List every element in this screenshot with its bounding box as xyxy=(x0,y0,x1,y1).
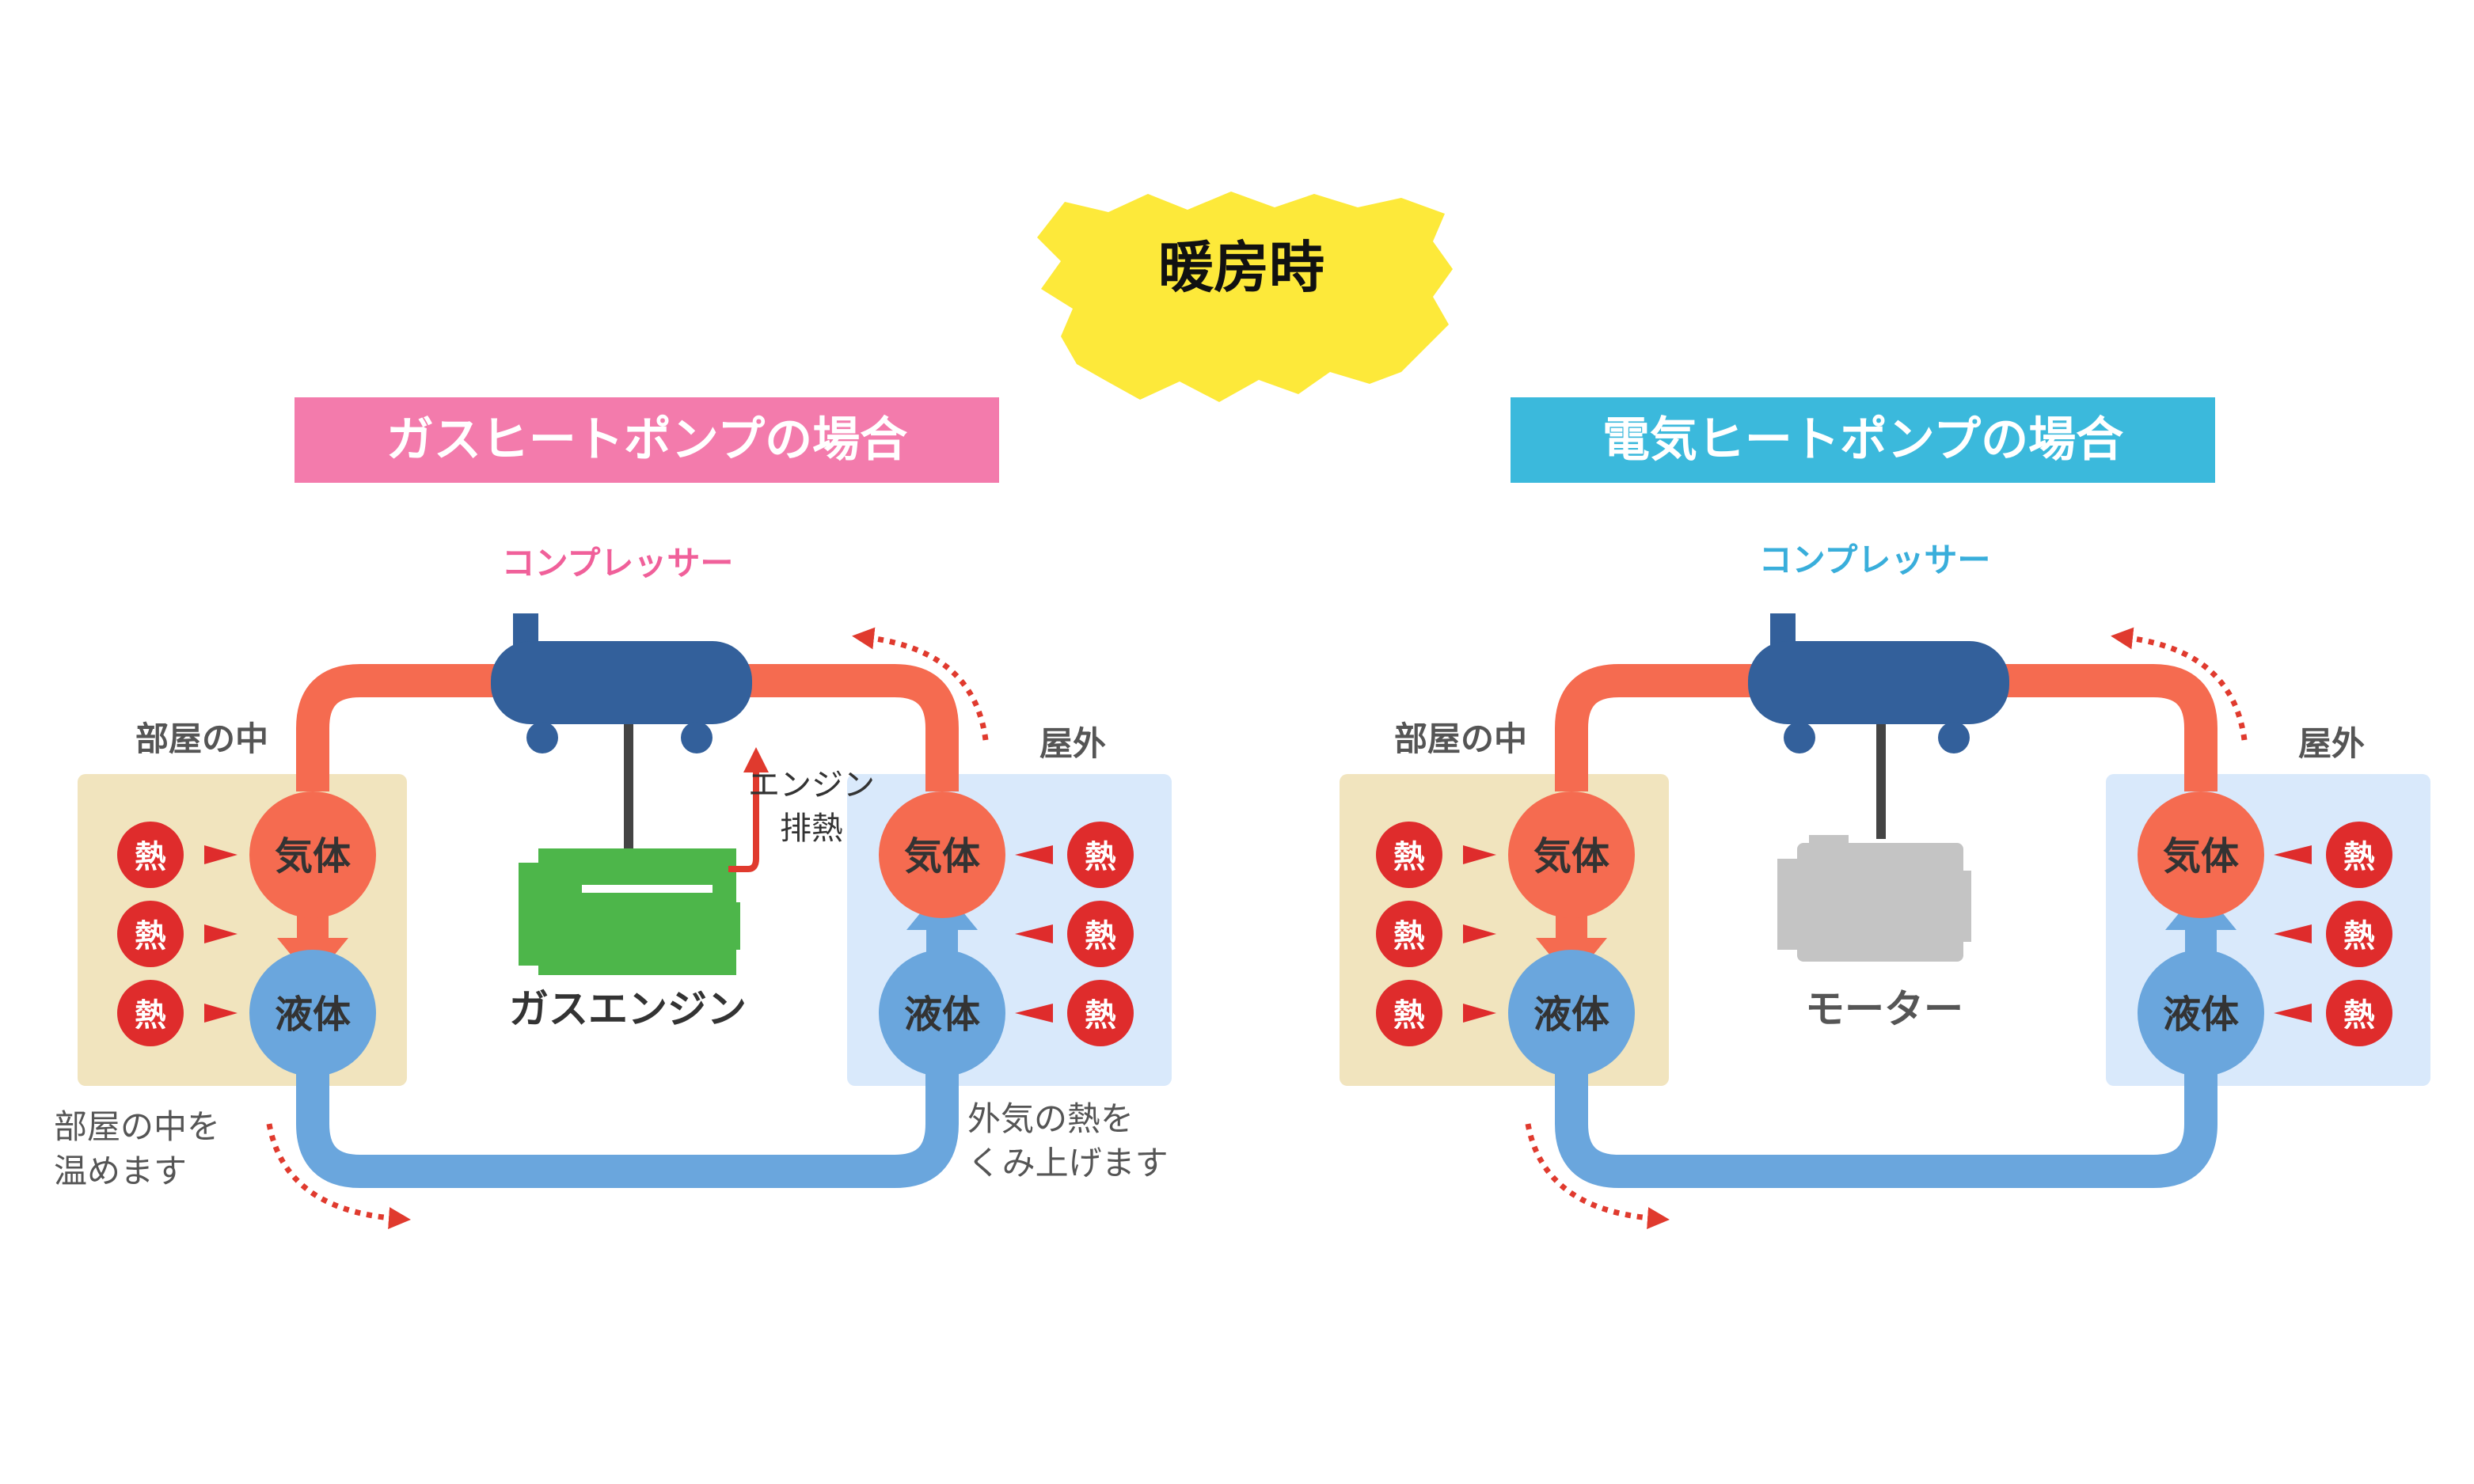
electric-out-liquid-label: 液体 xyxy=(2163,992,2239,1037)
heat-label: 熱 xyxy=(135,918,166,955)
electric-out-gas-circle xyxy=(2138,791,2264,918)
gas-note-right-2: くみ上げます xyxy=(967,1144,1169,1182)
gas-header-box xyxy=(295,397,999,483)
motor-label: モーター xyxy=(1805,986,1963,1032)
heat-label: 熱 xyxy=(135,839,166,875)
electric-room-liquid-circle xyxy=(1508,950,1635,1076)
gas-room-heat-2: 熱 xyxy=(117,901,238,967)
electric-room-heat-2: 熱 xyxy=(1376,901,1496,967)
electric-room-heat-3: 熱 xyxy=(1376,980,1496,1046)
gas-cold-pipe xyxy=(296,1068,959,1188)
gas-engine-icon xyxy=(519,848,740,975)
gas-out-liquid-label: 液体 xyxy=(904,992,980,1037)
gas-out-gas-circle xyxy=(879,791,1005,918)
heat-label: 熱 xyxy=(1393,918,1425,955)
electric-cold-pipe xyxy=(1555,1068,2217,1188)
gas-room-label: 部屋の中 xyxy=(135,719,268,758)
gas-note-left-2: 温めます xyxy=(54,1152,187,1190)
burst-shape xyxy=(1037,192,1453,402)
electric-room-heat-1: 熱 xyxy=(1376,822,1496,888)
gas-room-liquid-circle xyxy=(249,950,376,1076)
electric-outdoor-label: 屋外 xyxy=(2298,724,2365,763)
electric-header-text: 電気ヒートポンプの場合 xyxy=(1602,412,2123,468)
page-title: 暖房時 xyxy=(1158,235,1324,300)
heat-label: 熱 xyxy=(2343,918,2375,955)
gas-note-right-1: 外気の熱を xyxy=(967,1099,1134,1138)
title-burst: 暖房時 xyxy=(1037,192,1453,402)
gas-compressor-label: コンプレッサー xyxy=(502,544,734,583)
electric-room-gas-circle xyxy=(1508,791,1635,918)
gas-header-text: ガスヒートポンプの場合 xyxy=(386,412,907,468)
gas-room-liquid-label: 液体 xyxy=(275,992,351,1037)
gas-note-left-1: 部屋の中を xyxy=(54,1107,220,1146)
gas-room-heat-3: 熱 xyxy=(117,980,238,1046)
electric-room-gas-label: 気体 xyxy=(1533,834,1609,879)
electric-out-heat-1: 熱 xyxy=(2274,822,2392,888)
gas-panel: ガスヒートポンプの場合 コンプレッサー 部屋の中 屋外 xyxy=(54,397,1172,1229)
heat-label: 熱 xyxy=(1393,997,1425,1034)
heat-label: 熱 xyxy=(1085,839,1116,875)
gas-room-gas-label: 気体 xyxy=(275,834,351,879)
heat-label: 熱 xyxy=(1085,997,1116,1034)
electric-room-label: 部屋の中 xyxy=(1394,719,1527,758)
gas-exhaust-arrow xyxy=(728,747,769,872)
electric-out-heat-3: 熱 xyxy=(2274,980,2392,1046)
heat-label: 熱 xyxy=(2343,997,2375,1034)
gas-exhaust-label-1: エンジン xyxy=(748,767,875,803)
gas-compressor xyxy=(491,613,752,851)
gas-outdoor-label: 屋外 xyxy=(1039,724,1106,763)
gas-room-gas-circle xyxy=(249,791,376,918)
gas-exhaust-label-2: 排熱 xyxy=(780,810,843,847)
electric-out-heat-2: 熱 xyxy=(2274,901,2392,967)
electric-header-box xyxy=(1511,397,2215,483)
electric-out-liquid-circle xyxy=(2138,950,2264,1076)
gas-engine-label: ガスエンジン xyxy=(509,986,747,1032)
gas-out-heat-1: 熱 xyxy=(1015,822,1134,888)
gas-out-liquid-circle xyxy=(879,950,1005,1076)
gas-out-heat-2: 熱 xyxy=(1015,901,1134,967)
electric-compressor xyxy=(1748,613,2009,839)
electric-out-gas-label: 気体 xyxy=(2163,834,2239,879)
gas-out-heat-3: 熱 xyxy=(1015,980,1134,1046)
gas-room-heat-1: 熱 xyxy=(117,822,238,888)
electric-panel: 電気ヒートポンプの場合 コンプレッサー 部屋の中 屋外 モーター 気体 液体 xyxy=(1340,397,2430,1229)
heat-label: 熱 xyxy=(1085,918,1116,955)
heat-label: 熱 xyxy=(1393,839,1425,875)
heat-label: 熱 xyxy=(135,997,166,1034)
heat-label: 熱 xyxy=(2343,839,2375,875)
electric-room-liquid-label: 液体 xyxy=(1533,992,1609,1037)
gas-out-gas-label: 気体 xyxy=(904,834,980,879)
electric-compressor-label: コンプレッサー xyxy=(1759,541,1991,579)
motor-icon xyxy=(1777,835,1971,962)
